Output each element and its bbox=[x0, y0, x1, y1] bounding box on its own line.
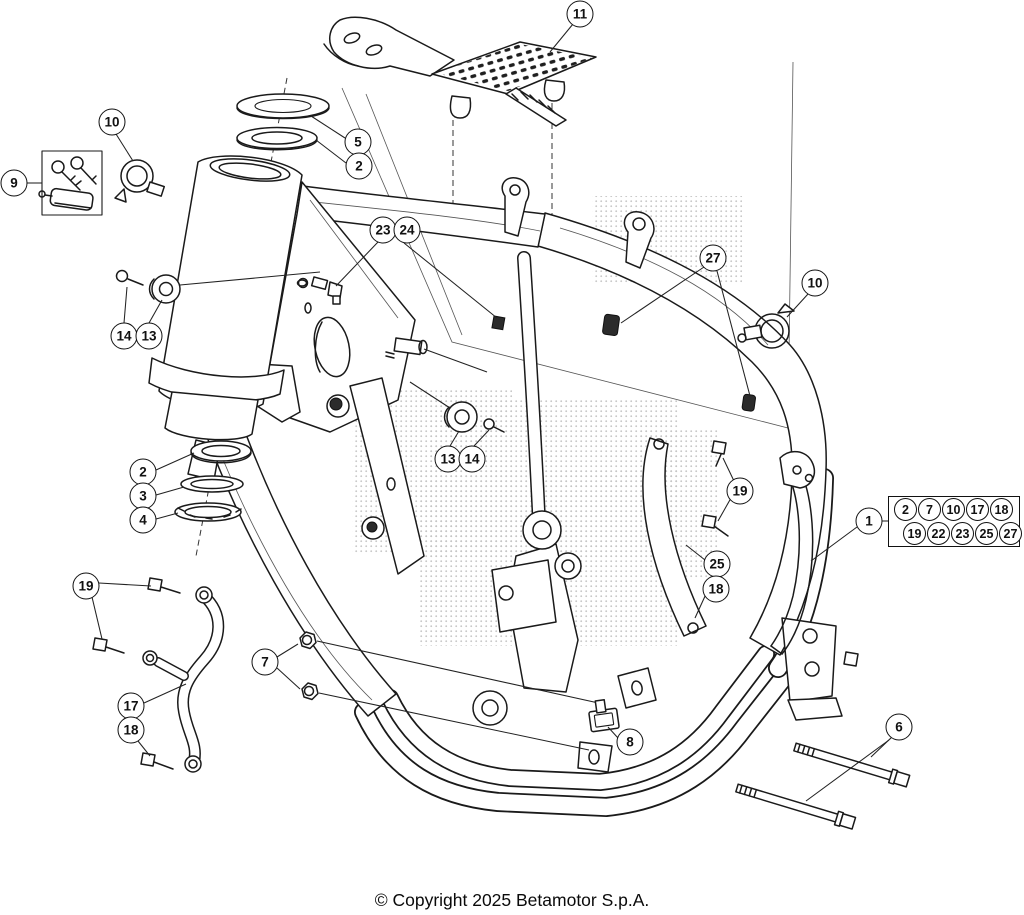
legend-circle-17: 17 bbox=[966, 498, 989, 521]
callout-balloon-14: 14 bbox=[110, 322, 138, 350]
callout-balloon-2: 2 bbox=[129, 458, 157, 486]
clamp-part-10-right bbox=[737, 303, 795, 349]
bushing-bolt-13-14-left bbox=[115, 269, 321, 304]
legend-circle-10: 10 bbox=[942, 498, 965, 521]
callout-balloon-5: 5 bbox=[344, 128, 372, 156]
steering-cap-part-5 bbox=[236, 93, 330, 120]
fitting-parts-23-24 bbox=[296, 276, 506, 373]
callout-balloon-27: 27 bbox=[699, 244, 727, 272]
key-lock-kit-part-9 bbox=[38, 150, 103, 216]
callout-balloon-25: 25 bbox=[703, 550, 731, 578]
copyright-text: © Copyright 2025 Betamotor S.p.A. bbox=[374, 890, 650, 910]
callout-balloon-10: 10 bbox=[801, 269, 829, 297]
callout-balloon-13: 13 bbox=[434, 445, 462, 473]
upper-bearing-part-2 bbox=[236, 126, 318, 151]
legend-circle-18: 18 bbox=[990, 498, 1013, 521]
callout-balloon-3: 3 bbox=[129, 482, 157, 510]
square-nut-part-8 bbox=[588, 699, 620, 733]
bushing-bolt-13-14-middle bbox=[409, 381, 505, 433]
callout-balloon-7: 7 bbox=[251, 648, 279, 676]
clamp-part-10-left bbox=[114, 159, 166, 203]
legend-circle-7: 7 bbox=[918, 498, 941, 521]
bracket-part-17-with-bolts bbox=[92, 577, 225, 773]
callout-balloon-17: 17 bbox=[117, 692, 145, 720]
legend-circle-2: 2 bbox=[894, 498, 917, 521]
callout-balloon-11: 11 bbox=[566, 0, 594, 28]
legend-circle-19: 19 bbox=[903, 522, 926, 545]
callout-balloon-19: 19 bbox=[726, 477, 754, 505]
nuts-part-7 bbox=[299, 631, 604, 751]
leader-lines bbox=[27, 23, 893, 802]
legend-circle-23: 23 bbox=[951, 522, 974, 545]
callout-balloon-9: 9 bbox=[0, 169, 28, 197]
long-bolts-part-6 bbox=[735, 742, 911, 830]
frame-body bbox=[202, 177, 859, 818]
bolts-part-19-right bbox=[701, 440, 729, 537]
footrest-plate-part-11 bbox=[323, 16, 597, 127]
head-tube bbox=[148, 155, 303, 481]
lower-bearing-stack-parts-2-3-4 bbox=[174, 440, 252, 522]
callout-balloon-8: 8 bbox=[616, 728, 644, 756]
callout-balloon-2: 2 bbox=[345, 152, 373, 180]
callout-balloon-13: 13 bbox=[135, 322, 163, 350]
callout-balloon-24: 24 bbox=[393, 216, 421, 244]
callout-balloon-4: 4 bbox=[129, 506, 157, 534]
callout-balloon-14: 14 bbox=[458, 445, 486, 473]
legend-circle-22: 22 bbox=[927, 522, 950, 545]
callout-balloon-10: 10 bbox=[98, 108, 126, 136]
callout-balloon-19: 19 bbox=[72, 572, 100, 600]
callout-balloon-23: 23 bbox=[369, 216, 397, 244]
callout-balloon-18: 18 bbox=[702, 575, 730, 603]
legend-circle-25: 25 bbox=[975, 522, 998, 545]
callout-balloon-1: 1 bbox=[855, 507, 883, 535]
brace-part-25 bbox=[642, 437, 707, 637]
callout-balloon-6: 6 bbox=[885, 713, 913, 741]
callout-balloon-18: 18 bbox=[117, 716, 145, 744]
legend-circle-27: 27 bbox=[999, 522, 1022, 545]
plug-part-27 bbox=[602, 313, 756, 412]
